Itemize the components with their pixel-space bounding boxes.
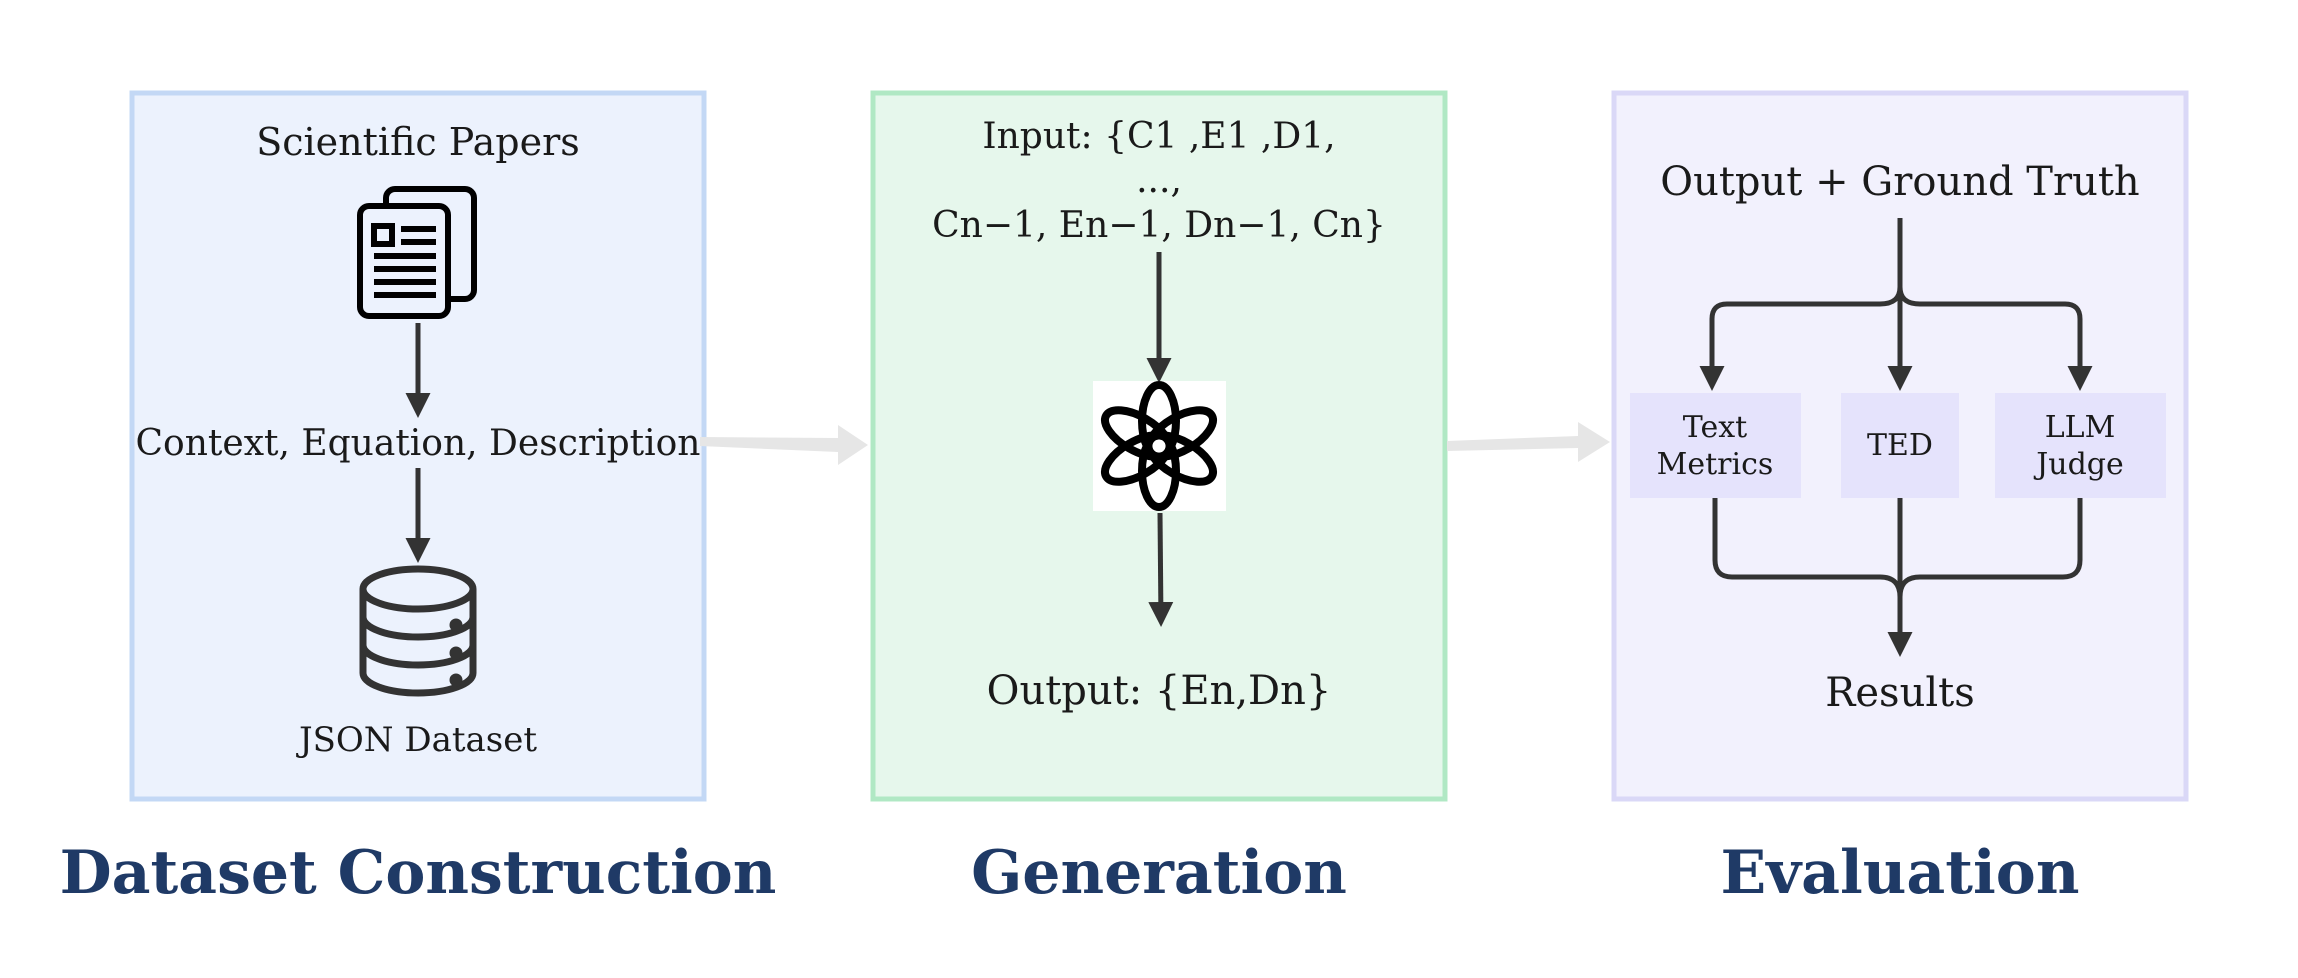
- input-line-2: ...,: [1136, 160, 1182, 201]
- arrow-model-to-output: [1148, 512, 1174, 627]
- ted-label: TED: [1867, 428, 1933, 463]
- json-dataset-label: JSON Dataset: [296, 720, 537, 760]
- context-equation-description-label: Context, Equation, Description: [136, 423, 701, 464]
- input-line-1: Input: {C1 ,E1 ,D1,: [982, 116, 1335, 157]
- results-label: Results: [1825, 670, 1974, 716]
- fan-out-arrows: [1699, 218, 2093, 391]
- text-metrics-line-2: Metrics: [1657, 447, 1774, 482]
- text-metrics-box: [1630, 393, 1801, 498]
- section-title-evaluation: Evaluation: [1721, 838, 2080, 908]
- fan-in-arrows: [1712, 498, 2083, 657]
- scientific-papers-label: Scientific Papers: [256, 120, 580, 164]
- output-ground-truth-label: Output + Ground Truth: [1660, 159, 2139, 205]
- connector-arrow-1: [700, 425, 868, 465]
- section-title-dataset: Dataset Construction: [60, 838, 777, 908]
- llm-judge-box: [1995, 393, 2166, 498]
- connector-arrow-2: [1447, 422, 1610, 462]
- openai-logo-icon: [1101, 381, 1217, 511]
- llm-judge-line-1: LLM: [2045, 410, 2116, 445]
- output-label: Output: {En,Dn}: [987, 668, 1332, 714]
- document-icon: [357, 186, 477, 319]
- section-title-generation: Generation: [971, 838, 1347, 908]
- llm-judge-line-2: Judge: [2033, 447, 2124, 482]
- input-line-3: Cn−1, En−1, Dn−1, Cn}: [932, 205, 1386, 246]
- model-logo-background: [1093, 381, 1226, 511]
- text-metrics-line-1: Text: [1683, 410, 1747, 445]
- ted-box: [1841, 393, 1959, 498]
- database-icon: [359, 565, 477, 697]
